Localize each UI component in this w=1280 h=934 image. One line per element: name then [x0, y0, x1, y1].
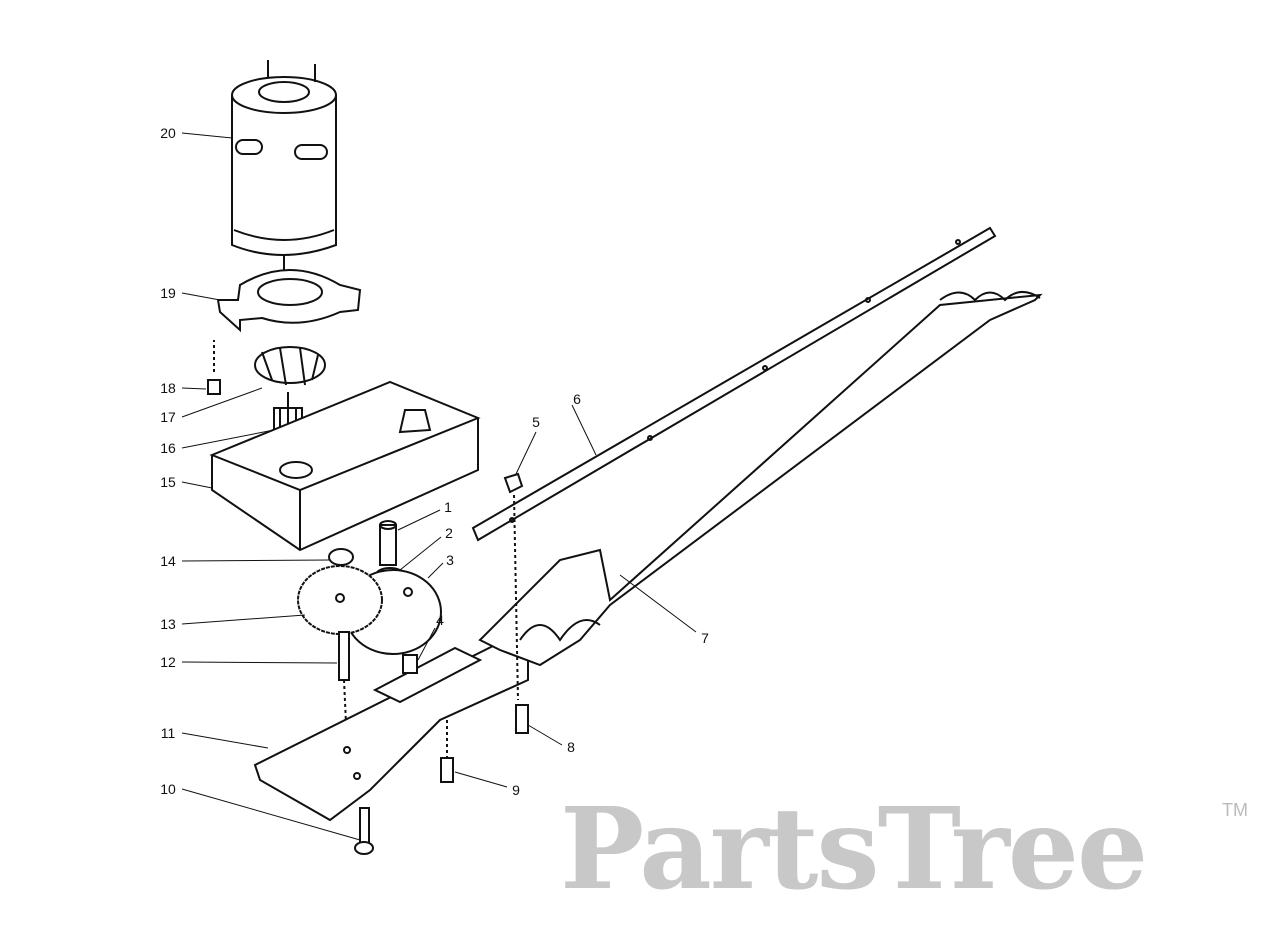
part-7-cutting-blade[interactable]	[478, 291, 1043, 667]
callout-11: 11	[160, 725, 176, 741]
part-13-gear[interactable]	[297, 565, 383, 635]
part-15-gearbox-housing[interactable]	[209, 380, 481, 552]
part-1-shaft[interactable]	[379, 520, 397, 566]
part-17-fan[interactable]	[254, 346, 326, 386]
callout-9: 9	[512, 782, 520, 798]
part-18-screw[interactable]	[207, 340, 221, 395]
part-11-base-plate[interactable]	[253, 638, 529, 822]
callout-1: 1	[444, 499, 452, 515]
trademark-mark: TM	[1222, 800, 1248, 820]
callout-16: 16	[160, 440, 176, 456]
part-6-blade-bar[interactable]	[471, 226, 997, 542]
part-5-nut[interactable]	[503, 472, 524, 701]
part-20-motor[interactable]	[231, 60, 337, 275]
callout-3: 3	[446, 552, 454, 568]
callout-19: 19	[160, 285, 176, 301]
callout-17: 17	[160, 409, 176, 425]
callout-7: 7	[701, 630, 709, 646]
part-8-screw[interactable]	[515, 704, 529, 734]
callout-13: 13	[160, 616, 176, 632]
callout-10: 10	[160, 781, 176, 797]
callout-20: 20	[160, 125, 176, 141]
callout-8: 8	[567, 739, 575, 755]
leader-lines	[181, 132, 697, 841]
callout-2: 2	[445, 525, 453, 541]
callout-18: 18	[160, 380, 176, 396]
callout-4: 4	[436, 612, 444, 628]
part-9-screw[interactable]	[440, 720, 454, 783]
callout-6: 6	[573, 391, 581, 407]
part-19-motor-bracket[interactable]	[216, 269, 362, 333]
part-4-slider-plate[interactable]	[372, 646, 483, 704]
callout-5: 5	[532, 414, 540, 430]
part-10-screw[interactable]	[354, 807, 374, 855]
callout-15: 15	[160, 474, 176, 490]
parts-tree-watermark: PartsTree	[560, 784, 1148, 915]
callout-12: 12	[160, 654, 176, 670]
callout-14: 14	[160, 553, 176, 569]
part-14-bushing[interactable]	[328, 548, 354, 566]
